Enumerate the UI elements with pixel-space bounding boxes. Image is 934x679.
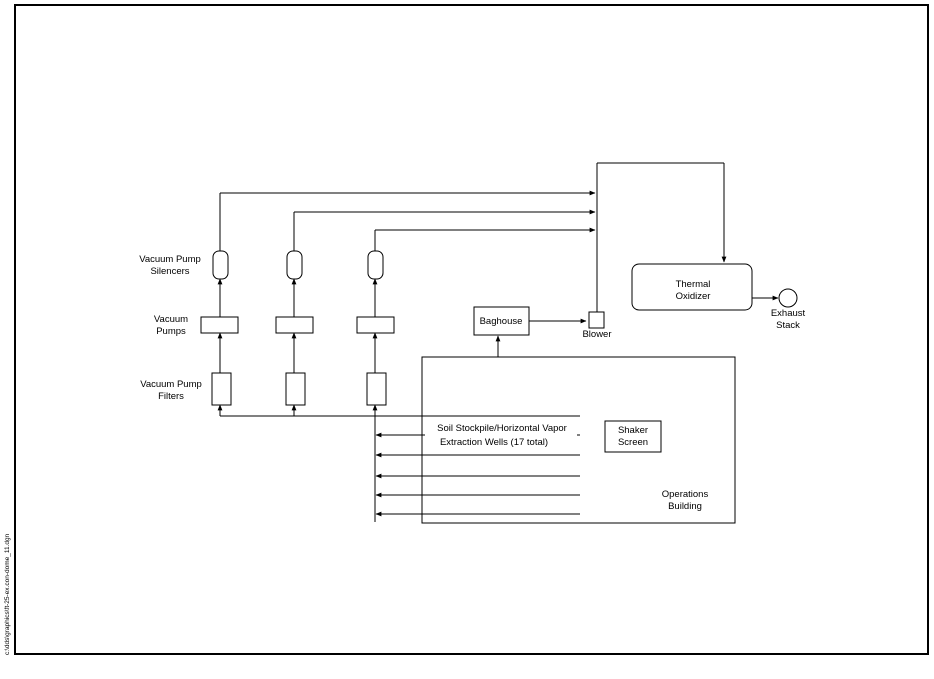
exhaust-stack-label: Exhaust Stack [771,308,806,331]
svg-text:Building: Building [668,501,702,512]
shaker-screen [604,420,662,453]
silencer-1 [212,250,229,280]
collector-line [596,162,727,312]
pump-train-3 [356,227,596,406]
svg-text:Vacuum Pump: Vacuum Pump [140,379,202,390]
silencer-2 [286,250,303,280]
pump-train-1 [200,190,596,416]
operations-building-label: Operations Building [662,489,709,512]
shaker-screen-label: Shaker Screen [618,425,648,448]
svg-text:Soil Stockpile/Horizontal Vapo: Soil Stockpile/Horizontal Vapor [437,423,567,434]
thermal-oxidizer [631,263,753,311]
svg-text:Oxidizer: Oxidizer [676,291,711,302]
blower [588,311,605,329]
operations-building [421,356,736,524]
pump-train-2 [275,209,596,416]
vacuum-pump-1 [200,316,239,334]
svg-text:Vacuum: Vacuum [154,314,188,325]
svg-text:Filters: Filters [158,391,184,402]
well-manifold [220,404,580,522]
svg-text:Screen: Screen [618,437,648,448]
svg-text:Shaker: Shaker [618,425,648,436]
thermal-oxidizer-label: Thermal Oxidizer [676,279,711,302]
svg-text:Thermal: Thermal [676,279,711,290]
silencers-label: Vacuum Pump Silencers [139,254,201,277]
filter-2 [285,372,306,406]
pumps-label: Vacuum Pumps [154,314,188,337]
vacuum-pump-3 [356,316,395,334]
filters-label: Vacuum Pump Filters [140,379,202,402]
vacuum-pump-2 [275,316,314,334]
wells-label: Soil Stockpile/Horizontal Vapor Extracti… [425,421,577,449]
svg-text:Exhaust: Exhaust [771,308,806,319]
exhaust-stack [778,288,798,308]
page-border [14,4,929,655]
svg-text:Pumps: Pumps [156,326,186,337]
svg-text:Stack: Stack [776,320,800,331]
silencer-3 [367,250,384,280]
filter-1 [211,372,232,406]
svg-text:Operations: Operations [662,489,709,500]
baghouse-label: Baghouse [480,316,523,327]
filter-3 [366,372,387,406]
svg-text:Extraction Wells (17 total): Extraction Wells (17 total) [440,437,548,448]
svg-text:Vacuum Pump: Vacuum Pump [139,254,201,265]
blower-label: Blower [582,329,611,340]
file-reference: c:\dds\graphics\ft-25-ex.con-dome_11.dgn [4,533,11,655]
svg-text:Silencers: Silencers [150,266,189,277]
